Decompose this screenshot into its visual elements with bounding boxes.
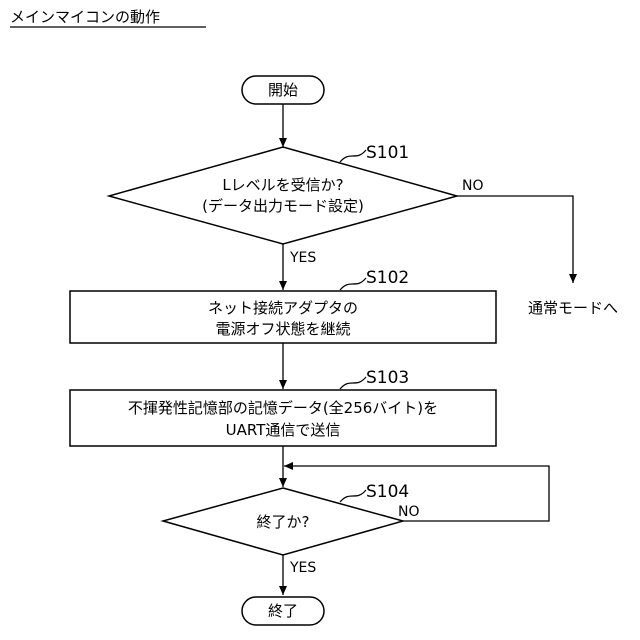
s102-step-label: S102	[366, 268, 409, 288]
normal-mode-label: 通常モードへ	[528, 299, 618, 317]
start-label: 開始	[268, 81, 298, 99]
s101-yes-label: YES	[289, 250, 316, 266]
s104-no-label: NO	[398, 504, 420, 520]
s103-step-leader	[340, 377, 366, 389]
s103-step-label: S103	[366, 368, 409, 388]
s101-step-label: S101	[366, 143, 409, 163]
s103-label-line1: 不揮発性記憶部の記憶データ(全256バイト)を	[128, 399, 438, 417]
s101-label-line2: (データ出力モード設定)	[202, 197, 364, 215]
s104-yes-label: YES	[289, 560, 316, 576]
s101-step-leader	[340, 150, 366, 162]
s102-label-line1: ネット接続アダプタの	[208, 299, 358, 317]
s104-step-label: S104	[366, 482, 409, 502]
end-label: 終了	[268, 602, 298, 620]
s104-step-leader	[340, 490, 366, 502]
s102-step-leader	[340, 278, 366, 290]
diagram-title: メインマイコンの動作	[10, 8, 160, 26]
arrow-s101-no	[457, 196, 573, 283]
s101-no-label: NO	[462, 178, 484, 194]
s102-label-line2: 電源オフ状態を継続	[215, 320, 350, 338]
s103-label-line2: UART通信で送信	[226, 421, 341, 439]
s104-label: 終了か?	[257, 513, 310, 531]
s101-label-line1: Lレベルを受信か?	[222, 176, 343, 194]
